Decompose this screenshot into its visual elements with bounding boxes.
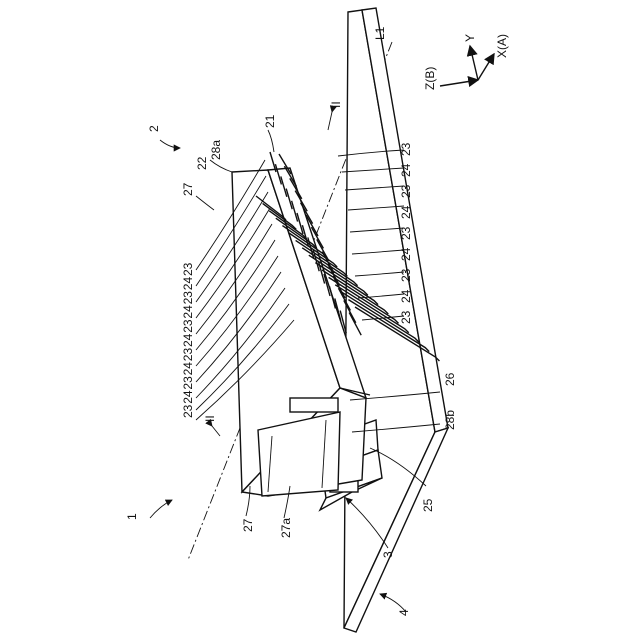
label-housing-assembly: 2	[147, 125, 161, 132]
right-terminal-label: 24	[399, 205, 413, 219]
axis-triad	[440, 46, 494, 86]
label-contacts: 21	[263, 114, 277, 128]
left-terminal-label: 24	[181, 362, 195, 376]
label-section-bottom: II	[203, 415, 217, 422]
left-terminal-label: 24	[181, 305, 195, 319]
label-edge-28a: 28a	[209, 140, 223, 160]
right-terminal-label: 23	[399, 268, 413, 282]
label-wall-bottom: 27	[241, 518, 255, 532]
label-axis-x: X(A)	[495, 34, 509, 58]
label-part-25: 25	[421, 498, 435, 512]
right-terminal-label: 24	[399, 247, 413, 261]
left-terminal-label: 23	[181, 319, 195, 333]
right-terminal-label: 23	[399, 184, 413, 198]
left-terminal-label: 24	[181, 333, 195, 347]
label-board-connector: 3	[381, 551, 395, 558]
left-terminal-label: 23	[181, 291, 195, 305]
label-edge-28b: 28b	[443, 410, 457, 430]
left-terminal-label: 23	[181, 348, 195, 362]
label-wall-face: 27a	[279, 518, 293, 538]
label-wall-top: 27	[181, 182, 195, 196]
right-terminal-label: 24	[399, 289, 413, 303]
left-terminal-label: 24	[181, 277, 195, 291]
right-terminal-label: 23	[399, 226, 413, 240]
label-axis-line: L1	[373, 26, 387, 40]
left-terminal-label: 23	[181, 404, 195, 418]
label-axis-z: Z(B)	[423, 67, 437, 90]
right-terminal-labels: 23 24 23 24 23 24 23 24 23	[399, 142, 413, 324]
label-connector: 1	[125, 513, 139, 520]
label-section-top: II	[329, 101, 343, 108]
left-terminal-label: 24	[181, 390, 195, 404]
left-terminal-labels: 2324232423242324232423	[181, 262, 195, 418]
label-board: 4	[397, 609, 411, 616]
label-housing: 22	[195, 156, 209, 170]
label-axis-y: Y	[463, 34, 477, 42]
right-terminal-label: 23	[399, 142, 413, 156]
left-terminal-label: 23	[181, 262, 195, 276]
left-terminal-label: 23	[181, 376, 195, 390]
right-terminal-label: 24	[399, 163, 413, 177]
label-part-26: 26	[443, 372, 457, 386]
right-terminal-label: 23	[399, 310, 413, 324]
